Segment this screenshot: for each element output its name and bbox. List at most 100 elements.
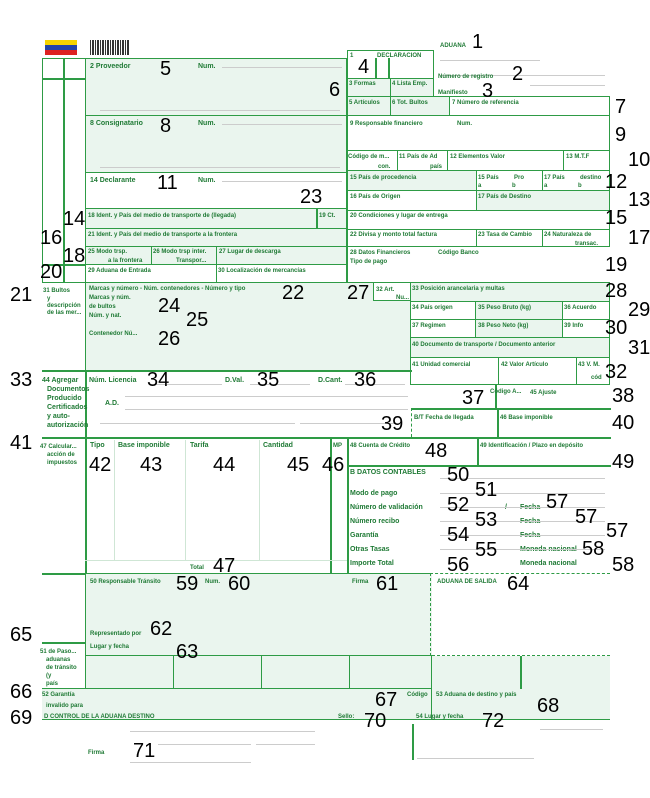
label: 25 Modo trsp. — [88, 249, 128, 255]
marker-27: 27 — [347, 282, 370, 304]
label: Tipo — [90, 442, 105, 449]
label: Fecha — [520, 504, 540, 512]
label: Código de m... — [348, 154, 390, 160]
transit-cell[interactable] — [261, 655, 350, 689]
marker-57b: 57 — [575, 506, 598, 528]
label: Pro — [514, 175, 525, 181]
label: 31 Bultos — [43, 288, 71, 294]
label: acción de — [47, 452, 75, 458]
marker-57c: 57 — [606, 520, 629, 542]
label: 13 M.T.F — [566, 154, 590, 160]
label: 12 Elementos Valor — [450, 154, 506, 160]
label: 2 Proveedor — [90, 63, 131, 70]
marker-7: 7 — [615, 96, 627, 118]
marker-56: 56 — [447, 554, 470, 576]
label: 47 Calcular... — [40, 444, 77, 450]
label: 36 Acuerdo — [564, 305, 597, 311]
label: a — [544, 183, 548, 189]
label: Núm. y nat. — [89, 313, 122, 319]
marker-28: 28 — [605, 280, 628, 302]
label: Contenedor Nú... — [89, 331, 138, 337]
field-28[interactable] — [347, 246, 610, 283]
marker-3: 3 — [482, 80, 494, 102]
label: 35 Peso Bruto (kg) — [478, 305, 532, 311]
marker-4: 4 — [358, 56, 370, 78]
transit-cell[interactable] — [85, 655, 174, 689]
field-31-descripcion[interactable] — [85, 282, 411, 371]
venezuela-flag-icon — [45, 40, 77, 55]
label: de tránsito — [46, 665, 77, 671]
label: 14 Declarante — [90, 177, 136, 184]
label: Tarifa — [190, 442, 209, 449]
field-43[interactable] — [576, 357, 610, 385]
marker-8: 8 — [160, 115, 172, 137]
label: / — [505, 504, 507, 512]
marker-69: 69 — [10, 707, 33, 729]
label: impuestos — [47, 460, 78, 466]
marker-31: 31 — [628, 337, 650, 359]
label: 3 Formas — [349, 81, 376, 87]
marker-52: 52 — [447, 494, 470, 516]
label: Firma — [88, 750, 105, 756]
marker-59: 59 — [176, 573, 199, 595]
label: Garantía — [350, 532, 379, 539]
label: Fecha — [520, 532, 540, 540]
marker-63: 63 — [176, 641, 199, 663]
marker-71: 71 — [133, 740, 156, 762]
label: 53 Aduana de destino y país — [436, 692, 517, 698]
marker-48: 48 — [425, 440, 448, 462]
marker-44: 44 — [213, 454, 236, 476]
label: Núm. Licencia — [89, 377, 137, 384]
label: Firma — [352, 579, 369, 585]
transit-cell[interactable] — [349, 655, 432, 689]
divider — [430, 573, 610, 574]
marker-14: 14 — [63, 208, 86, 230]
marker-34: 34 — [147, 369, 170, 391]
divider — [495, 385, 497, 408]
label: 33 Posición arancelaria y multas — [412, 286, 505, 292]
label: transac. — [575, 241, 599, 247]
marker-70: 70 — [364, 710, 387, 732]
label: Lugar y fecha — [90, 644, 130, 650]
field-53[interactable] — [432, 689, 610, 720]
label: Num. — [198, 120, 216, 127]
label: Num. — [198, 63, 216, 70]
marker-6: 6 — [329, 79, 341, 101]
label: Representado por — [90, 631, 142, 637]
label: país — [430, 164, 443, 170]
marker-16: 16 — [40, 227, 63, 249]
marker-58: 58 — [582, 538, 605, 560]
divider — [42, 437, 611, 439]
marker-1: 1 — [472, 31, 484, 53]
marker-36: 36 — [354, 369, 377, 391]
label: 20 Condiciones y lugar de entrega — [350, 213, 448, 219]
label: 5 Artículos — [349, 100, 380, 106]
marker-65: 65 — [10, 624, 33, 646]
label: Importe Total — [350, 560, 394, 567]
label: y — [47, 296, 51, 302]
label: Fecha — [520, 518, 540, 526]
field-52-garantia[interactable] — [42, 688, 432, 720]
label: 52 Garantía — [42, 692, 75, 698]
label: autorización — [47, 422, 89, 429]
marker-51: 51 — [475, 479, 498, 501]
marker-25: 25 — [186, 309, 209, 331]
label: y auto- — [47, 413, 70, 420]
label: Marcas y número - Núm. contenedores - Nú… — [89, 286, 246, 292]
label: 49 Identificación / Plazo en depósito — [480, 443, 584, 449]
field-codigo[interactable] — [412, 700, 432, 720]
marker-55: 55 — [475, 539, 498, 561]
label: D.Cant. — [318, 377, 343, 384]
marker-72: 72 — [482, 710, 505, 732]
label: Num. — [198, 177, 216, 184]
label: Código Banco — [438, 250, 479, 256]
label: 21 Ident. y País del medio de transporte… — [88, 232, 238, 238]
label: Otras Tasas — [350, 546, 390, 553]
divider — [42, 370, 412, 372]
label: a — [478, 183, 482, 189]
marker-57: 57 — [546, 491, 569, 513]
label: invalido para — [46, 703, 84, 709]
marker-12: 12 — [605, 171, 628, 193]
label: 27 Lugar de descarga — [219, 249, 281, 255]
label: 44 Agregar — [42, 377, 79, 384]
